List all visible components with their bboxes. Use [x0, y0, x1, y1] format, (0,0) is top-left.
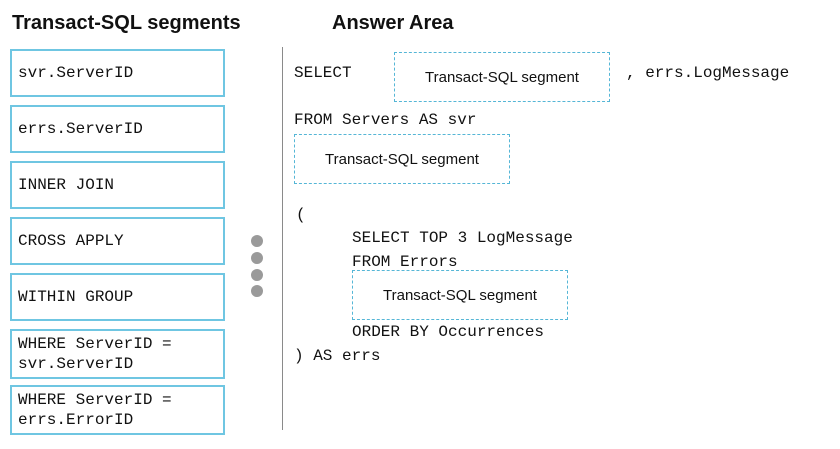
- handle-dot: [251, 235, 263, 247]
- handle-dot: [251, 269, 263, 281]
- code-select-tail: , errs.LogMessage: [626, 64, 790, 82]
- segments-heading: Transact-SQL segments: [12, 12, 241, 34]
- answer-slot-3[interactable]: Transact-SQL segment: [352, 270, 568, 320]
- resize-handle[interactable]: [251, 235, 263, 297]
- code-close-as: ) AS errs: [294, 347, 381, 365]
- code-from-errors: FROM Errors: [352, 253, 458, 271]
- segment-errs-serverid[interactable]: errs.ServerID: [10, 105, 225, 153]
- segment-cross-apply[interactable]: CROSS APPLY: [10, 217, 225, 265]
- code-from-servers: FROM Servers AS svr: [294, 111, 477, 129]
- segment-svr-serverid[interactable]: svr.ServerID: [10, 49, 225, 97]
- panel-divider: [282, 47, 283, 430]
- code-open-paren: (: [296, 206, 306, 224]
- segment-where-svr-serverid[interactable]: WHERE ServerID = svr.ServerID: [10, 329, 225, 379]
- answer-slot-1[interactable]: Transact-SQL segment: [394, 52, 610, 102]
- code-order-by: ORDER BY Occurrences: [352, 323, 545, 341]
- code-select-top: SELECT TOP 3 LogMessage: [352, 229, 573, 247]
- code-select: SELECT: [294, 64, 352, 82]
- answer-slot-2[interactable]: Transact-SQL segment: [294, 134, 510, 184]
- segment-where-errs-errorid[interactable]: WHERE ServerID = errs.ErrorID: [10, 385, 225, 435]
- segment-within-group[interactable]: WITHIN GROUP: [10, 273, 225, 321]
- handle-dot: [251, 252, 263, 264]
- answer-area-heading: Answer Area: [332, 12, 454, 34]
- handle-dot: [251, 285, 263, 297]
- segment-inner-join[interactable]: INNER JOIN: [10, 161, 225, 209]
